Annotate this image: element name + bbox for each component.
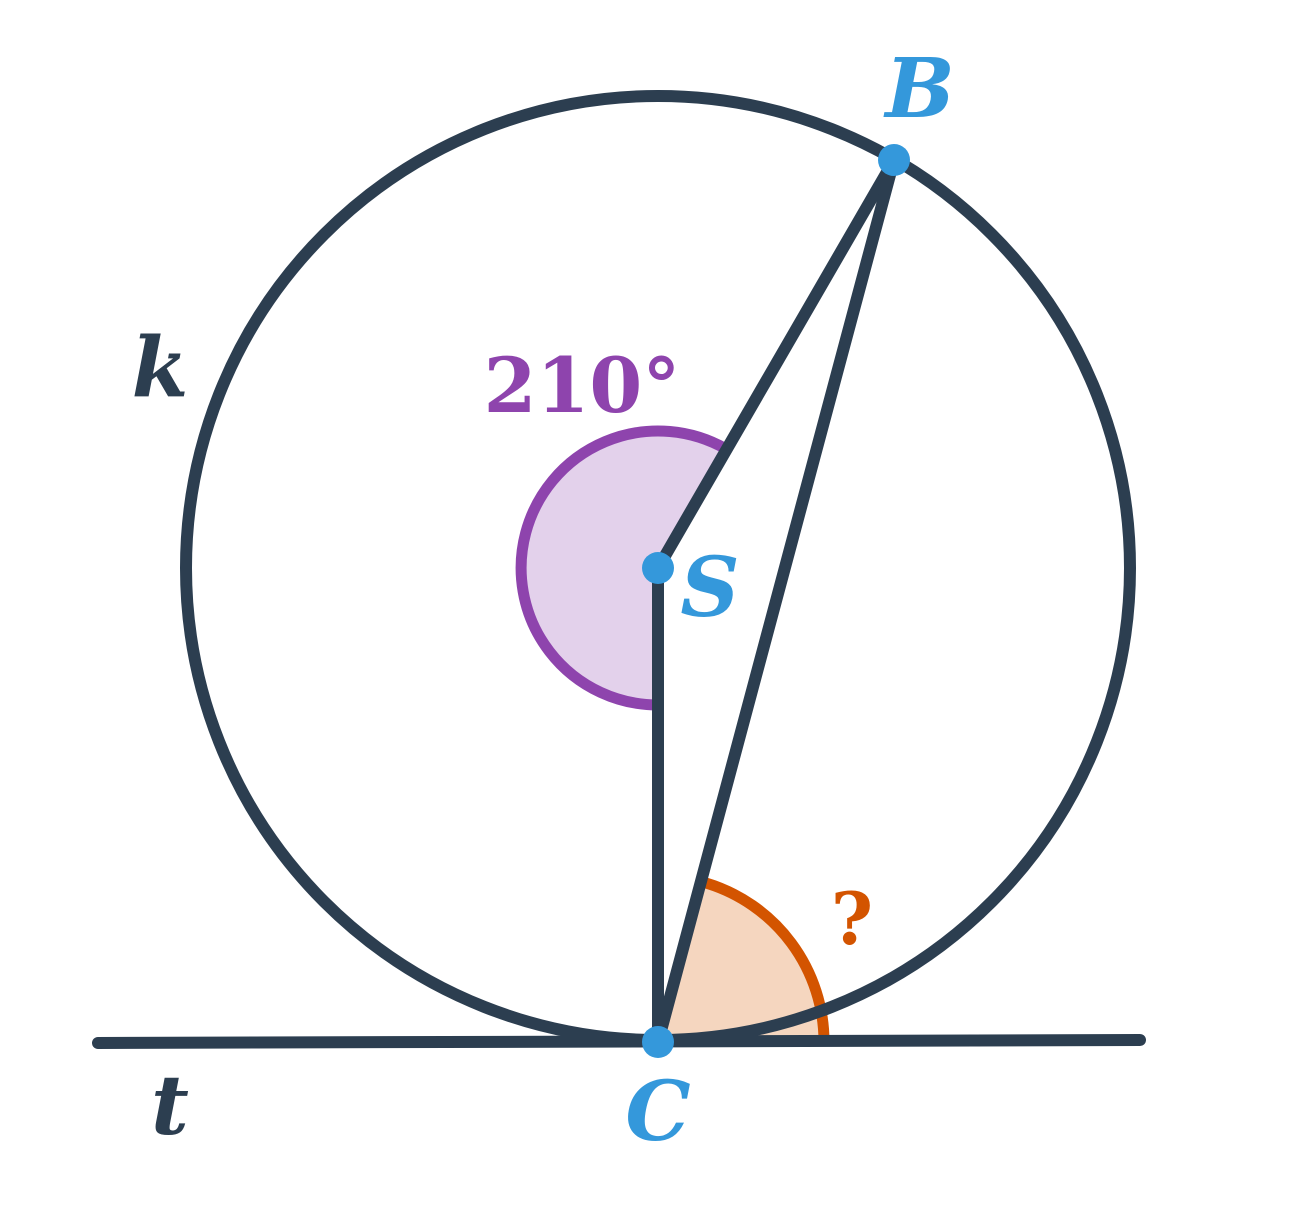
segment-sb bbox=[652, 154, 900, 574]
point-s bbox=[642, 552, 674, 584]
label-s: S bbox=[680, 540, 739, 636]
label-b: B bbox=[883, 41, 954, 137]
central-angle-label: 210° bbox=[484, 341, 681, 430]
label-t: t bbox=[151, 1058, 189, 1154]
tangent-line-t bbox=[92, 1034, 1146, 1049]
label-c: C bbox=[625, 1064, 690, 1160]
point-c bbox=[642, 1026, 674, 1058]
unknown-angle-sector bbox=[658, 883, 825, 1042]
segment-bc bbox=[652, 154, 900, 1048]
point-b bbox=[878, 144, 910, 176]
central-angle-arc bbox=[515, 425, 729, 711]
unknown-angle-label: ? bbox=[831, 876, 873, 961]
central-angle-sector bbox=[521, 431, 726, 705]
label-k: k bbox=[132, 320, 189, 416]
